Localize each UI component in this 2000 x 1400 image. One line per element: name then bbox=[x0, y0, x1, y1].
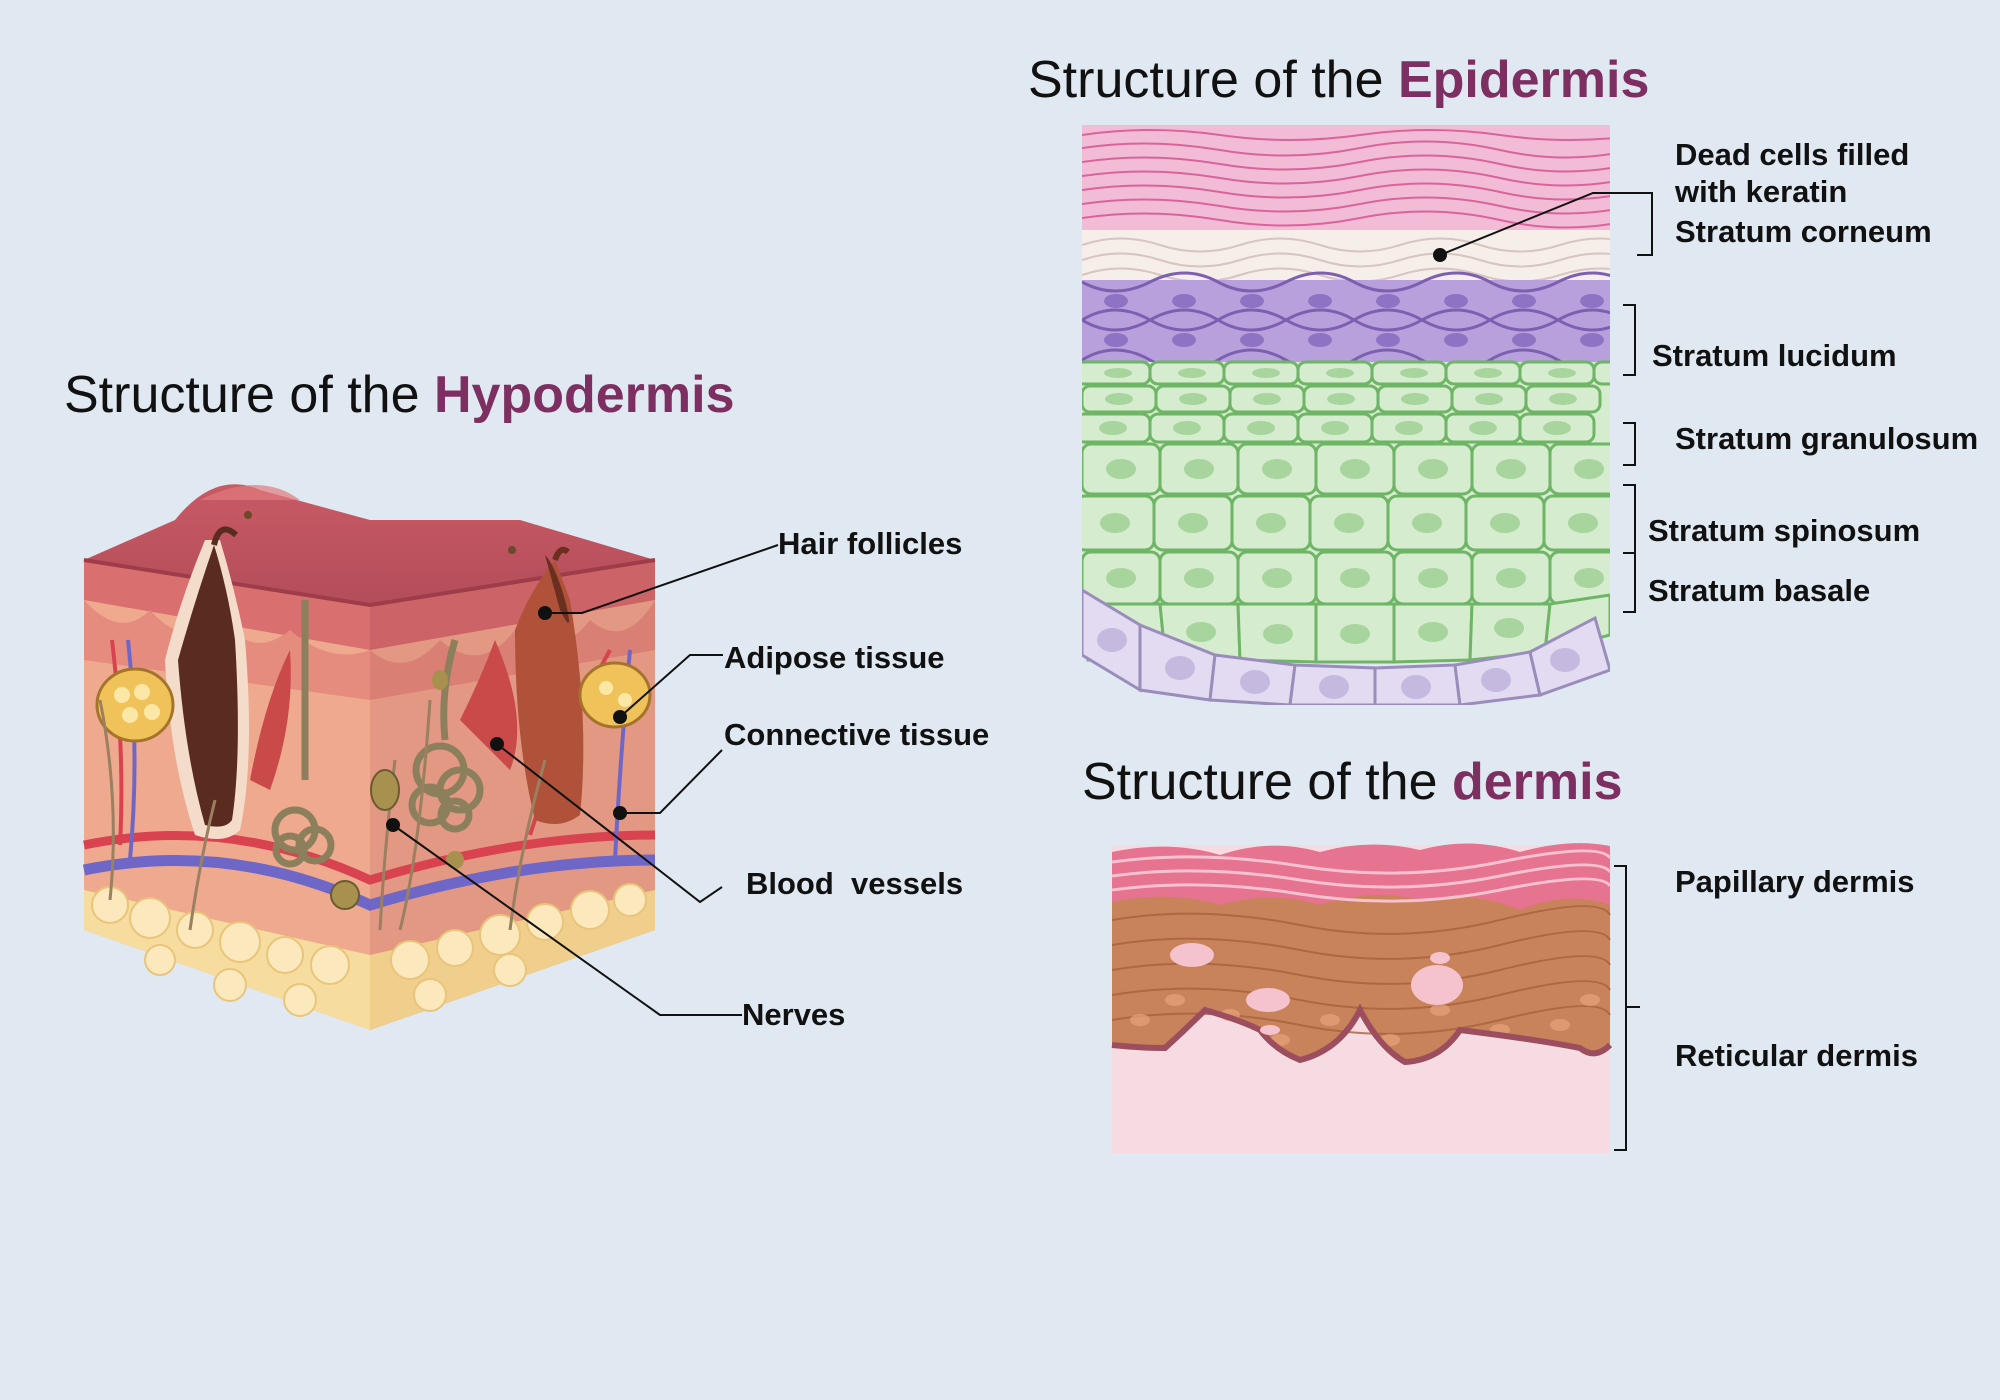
sweat-gland-right bbox=[408, 638, 484, 833]
dermis-bracket bbox=[1614, 865, 1640, 1151]
dermis-title-prefix: Structure of the bbox=[1082, 753, 1452, 811]
label-stratum-basale: Stratum basale bbox=[1648, 573, 1871, 608]
label-papillary-dermis: Papillary dermis bbox=[1675, 864, 1915, 899]
hair-follicle-right bbox=[515, 560, 584, 824]
label-hair-follicles: Hair follicles bbox=[778, 526, 963, 561]
epidermis-layers-illustration bbox=[1082, 125, 1610, 705]
nerve-fibers bbox=[98, 699, 547, 931]
label-reticular-dermis: Reticular dermis bbox=[1675, 1038, 1918, 1073]
skin-block-illustration bbox=[82, 484, 656, 1030]
hypodermis-pointer-dots bbox=[386, 606, 627, 832]
stratum-corneum-layer bbox=[1082, 125, 1610, 230]
label-blood-vessels: Blood vessels bbox=[746, 866, 964, 901]
hypodermis-title: Structure of the Hypodermis bbox=[64, 365, 735, 425]
epidermis-brackets bbox=[1439, 192, 1653, 613]
adipose-cluster-left bbox=[95, 667, 175, 743]
sweat-gland-left bbox=[271, 600, 335, 868]
label-stratum-lucidum: Stratum lucidum bbox=[1652, 338, 1897, 373]
label-stratum-granulosum: Stratum granulosum bbox=[1675, 421, 1979, 456]
hypodermis-title-prefix: Structure of the bbox=[64, 366, 434, 424]
dermis-title-highlight: dermis bbox=[1451, 753, 1623, 811]
nerve-receptor bbox=[370, 769, 400, 811]
label-stratum-corneum: Stratum corneum bbox=[1675, 214, 1932, 249]
label-dead-cells-line2: with keratin bbox=[1675, 174, 1848, 209]
stratum-basale-layer bbox=[1082, 588, 1610, 705]
dermis-illustration bbox=[1111, 843, 1613, 1153]
hypodermis-title-highlight: Hypodermis bbox=[433, 366, 735, 424]
label-nerves: Nerves bbox=[742, 997, 846, 1032]
label-dead-cells-line1: Dead cells filled bbox=[1675, 137, 1910, 172]
label-connective-tissue: Connective tissue bbox=[724, 717, 990, 752]
stratum-lucidum-layer bbox=[1082, 280, 1610, 362]
adipose-cluster-right bbox=[578, 661, 652, 729]
epidermis-title: Structure of the Epidermis bbox=[1028, 50, 1649, 110]
label-adipose-tissue: Adipose tissue bbox=[724, 640, 945, 675]
label-stratum-spinosum: Stratum spinosum bbox=[1648, 513, 1921, 548]
blood-vessel-red bbox=[83, 830, 656, 885]
blood-vessel-blue bbox=[82, 854, 656, 911]
hypodermis-pointers bbox=[392, 544, 779, 1016]
epidermis-title-prefix: Structure of the bbox=[1028, 51, 1398, 109]
epidermis-title-highlight: Epidermis bbox=[1397, 51, 1650, 109]
dermis-title: Structure of the dermis bbox=[1082, 752, 1623, 812]
epidermis-pointer-dot bbox=[1433, 248, 1447, 262]
